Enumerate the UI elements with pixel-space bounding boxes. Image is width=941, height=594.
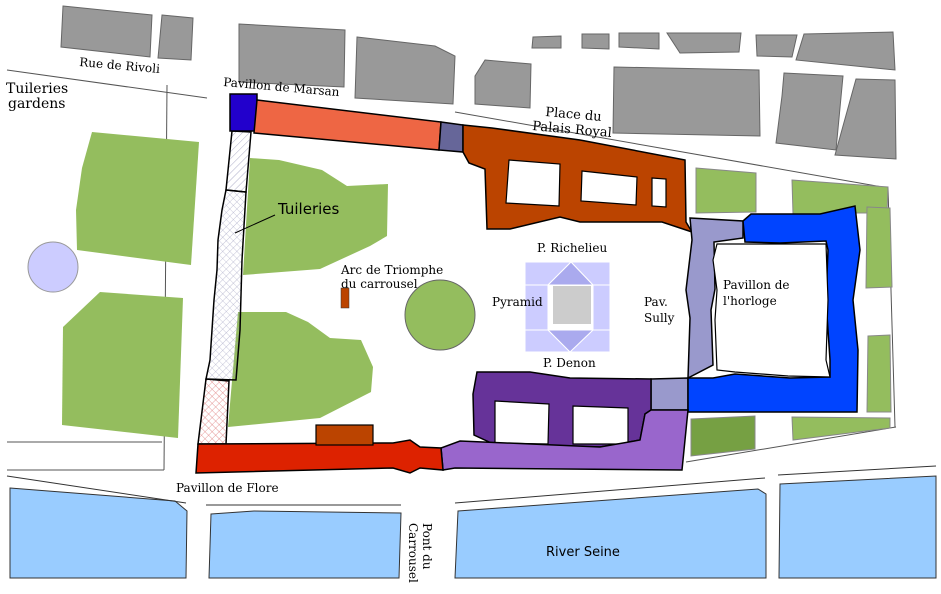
- city-block: [666, 32, 742, 54]
- city-block: [581, 33, 610, 50]
- city-block: [618, 32, 660, 50]
- river-section: [454, 488, 767, 579]
- label-river-seine: River Seine: [546, 545, 620, 560]
- flore-annex: [315, 424, 374, 446]
- quay-lines: [6, 465, 937, 506]
- garden-plot: [76, 132, 199, 265]
- marsan-wing: [253, 99, 442, 151]
- courtyard: [572, 405, 629, 445]
- rohan-pavilion: [438, 121, 464, 153]
- city-block: [795, 31, 896, 71]
- pyramid-facet: [546, 261, 595, 286]
- sully-south-link: [650, 377, 689, 411]
- label-pav-sully-2: Sully: [644, 311, 675, 325]
- river-section: [778, 475, 937, 579]
- city-block: [354, 36, 456, 105]
- tuileries-gardens: [27, 132, 199, 438]
- courtyard: [651, 177, 667, 208]
- label-pavillon-de-flore: Pavillon de Flore: [176, 481, 279, 495]
- garden-plot: [695, 167, 757, 214]
- city-block: [775, 72, 844, 151]
- river-section: [208, 510, 402, 579]
- denon-courtyards: [494, 400, 629, 445]
- palace-wing-central: [205, 189, 247, 381]
- label-tuileries: Tuileries: [277, 200, 340, 218]
- city-block: [60, 5, 153, 58]
- label-place-palais-royal-2: Palais Royal: [532, 119, 613, 141]
- courtyard: [494, 400, 550, 445]
- grande-galerie: [195, 439, 444, 474]
- pyramid-core: [553, 286, 591, 324]
- city-block: [834, 78, 897, 160]
- label-pavillon-horloge-2: l'horloge: [723, 294, 777, 308]
- carrousel-round-lawn: [404, 279, 476, 351]
- label-rue-de-rivoli: Rue de Rivoli: [79, 55, 161, 76]
- pyramid-group: [524, 261, 611, 353]
- pavillon-sully: [685, 217, 744, 380]
- city-block: [238, 23, 346, 88]
- label-pyramid: Pyramid: [492, 295, 543, 309]
- city-blocks-north: [60, 5, 897, 160]
- label-pavillon-horloge: Pavillon de: [723, 278, 790, 292]
- label-p-denon: P. Denon: [543, 356, 596, 370]
- garden-plot: [866, 334, 892, 413]
- garden-plot: [228, 312, 373, 427]
- label-arc-de-triomphe-2: du carrousel: [341, 277, 418, 291]
- garden-plot: [690, 415, 756, 457]
- cour-carree: [687, 205, 861, 413]
- pyramid-facet: [546, 329, 595, 353]
- garden-plot: [62, 292, 183, 438]
- label-tuileries-gardens-2: gardens: [8, 96, 65, 112]
- courtyard: [505, 159, 561, 207]
- city-block: [157, 14, 194, 61]
- carrousel-gardens: [228, 158, 476, 427]
- pavillon-de-marsan: [229, 93, 258, 132]
- label-place-palais-royal: Place du: [545, 105, 603, 125]
- river-section: [9, 487, 188, 579]
- city-block: [755, 34, 798, 58]
- tuileries-palace-remains: [197, 130, 252, 445]
- label-arc-de-triomphe: Arc de Triomphe: [340, 263, 443, 277]
- garden-plot: [865, 206, 893, 289]
- tuileries-leader-line: [234, 214, 276, 234]
- cour-carree-courtyard: [712, 243, 831, 378]
- courtyard: [580, 170, 638, 206]
- label-pav-sully: Pav.: [644, 295, 668, 309]
- palace-wing-south: [197, 378, 230, 445]
- label-p-richelieu: P. Richelieu: [537, 241, 607, 255]
- garden-pond: [27, 241, 79, 293]
- pyramid-facet: [592, 284, 611, 331]
- garden-plot: [243, 158, 388, 275]
- label-pont-du-carrousel-2: Carrousel: [406, 523, 420, 583]
- richelieu-courtyards: [505, 159, 667, 208]
- palace-wing-north: [225, 130, 252, 193]
- garden-plot: [791, 416, 891, 441]
- arc-de-triomphe: [340, 287, 350, 309]
- east-gardens: [690, 167, 893, 457]
- label-tuileries-gardens: Tuileries: [6, 81, 68, 97]
- label-pont-du-carrousel: Pont du: [420, 523, 434, 570]
- city-block: [474, 59, 532, 109]
- river-seine: [9, 475, 937, 579]
- city-block: [612, 66, 761, 137]
- city-block: [531, 35, 562, 49]
